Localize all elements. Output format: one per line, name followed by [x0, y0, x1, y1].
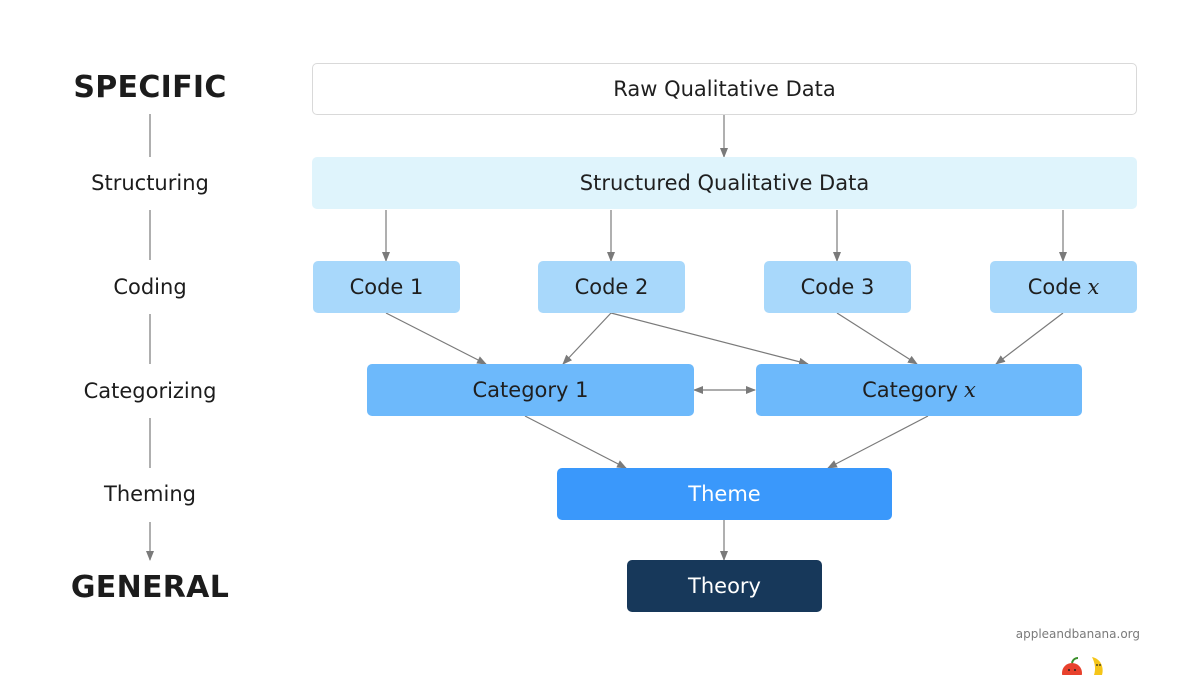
- raw-data-box: Raw Qualitative Data: [312, 63, 1137, 115]
- level-general: GENERAL: [70, 570, 230, 605]
- category-x-variable: x: [964, 378, 976, 402]
- level-categorizing: Categorizing: [83, 379, 217, 403]
- logo: [1062, 657, 1103, 675]
- theme-box: Theme: [557, 468, 892, 520]
- site-credit: appleandbanana.org: [1015, 627, 1140, 641]
- code-2-box: Code 2: [538, 261, 685, 313]
- arrow-code2-category1: [562, 312, 612, 365]
- code-x-box: Code x: [990, 261, 1137, 313]
- code-3-box: Code 3: [764, 261, 911, 313]
- level-coding: Coding: [113, 275, 187, 299]
- arrow-codex-categoryx: [995, 312, 1064, 365]
- category-1-label: Category 1: [472, 378, 589, 402]
- arrow-categoryx-theme: [827, 415, 929, 469]
- category-x-label: Category: [862, 378, 959, 402]
- code-x-label: Code: [1027, 275, 1082, 299]
- raw-data-label: Raw Qualitative Data: [613, 77, 836, 101]
- banana-icon: [1092, 657, 1103, 675]
- level-theming: Theming: [104, 482, 196, 506]
- theory-box: Theory: [627, 560, 822, 612]
- code-x-variable: x: [1087, 275, 1100, 299]
- level-specific: SPECIFIC: [73, 70, 227, 105]
- structured-data-label: Structured Qualitative Data: [579, 171, 870, 195]
- theme-label: Theme: [688, 482, 761, 506]
- level-structuring: Structuring: [91, 171, 209, 195]
- code-1-box: Code 1: [313, 261, 460, 313]
- code-1-label: Code 1: [349, 275, 424, 299]
- structured-data-box: Structured Qualitative Data: [312, 157, 1137, 209]
- arrow-code2-categoryx: [610, 312, 809, 366]
- arrow-code1-category1: [385, 312, 487, 365]
- code-3-label: Code 3: [800, 275, 875, 299]
- theory-label: Theory: [688, 574, 761, 598]
- code-2-label: Code 2: [574, 275, 649, 299]
- arrow-category1-theme: [524, 415, 627, 469]
- category-1-box: Category 1: [367, 364, 694, 416]
- arrow-code3-categoryx: [836, 312, 918, 365]
- category-x-box: Category x: [756, 364, 1082, 416]
- apple-icon: [1062, 657, 1082, 675]
